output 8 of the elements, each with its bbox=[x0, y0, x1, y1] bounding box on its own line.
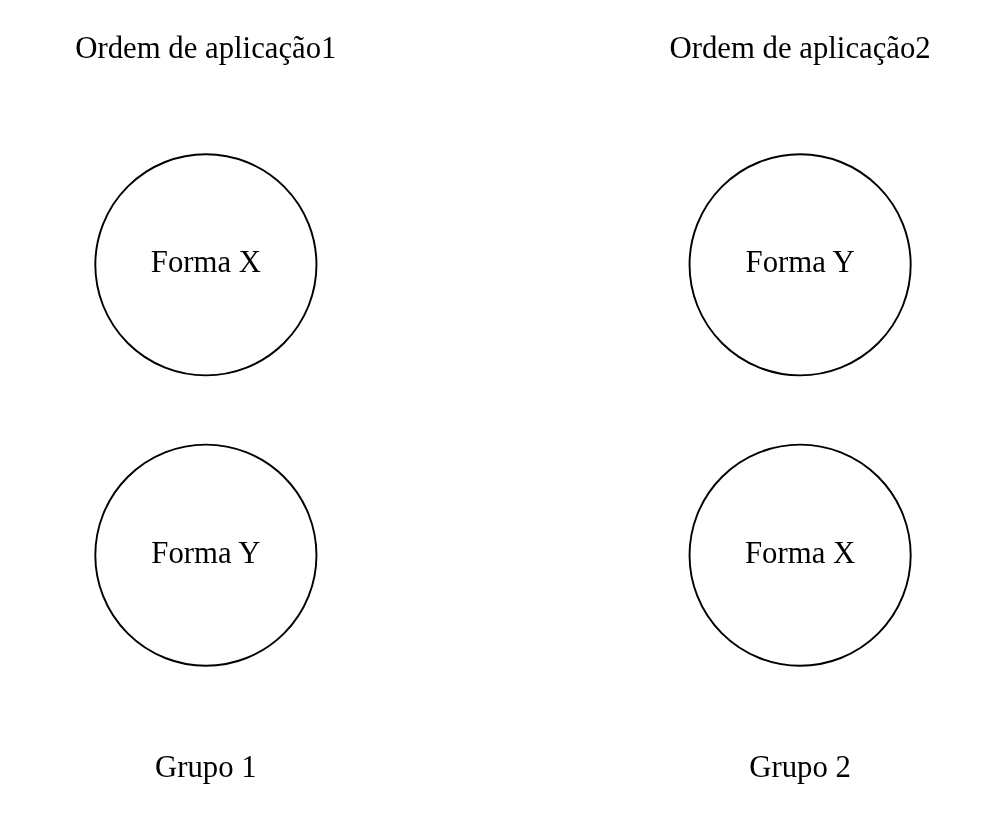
node-circle: Forma X bbox=[93, 153, 317, 377]
node-circle: Forma Y bbox=[688, 153, 912, 377]
label: Grupo 2 bbox=[748, 749, 851, 784]
label: Ordem de aplicação1 bbox=[74, 30, 337, 65]
label: Ordem de aplicação2 bbox=[668, 30, 931, 65]
node-circle: Forma Y bbox=[93, 443, 317, 667]
label: Grupo 1 bbox=[154, 749, 257, 784]
node-circle: Forma X bbox=[688, 443, 912, 667]
